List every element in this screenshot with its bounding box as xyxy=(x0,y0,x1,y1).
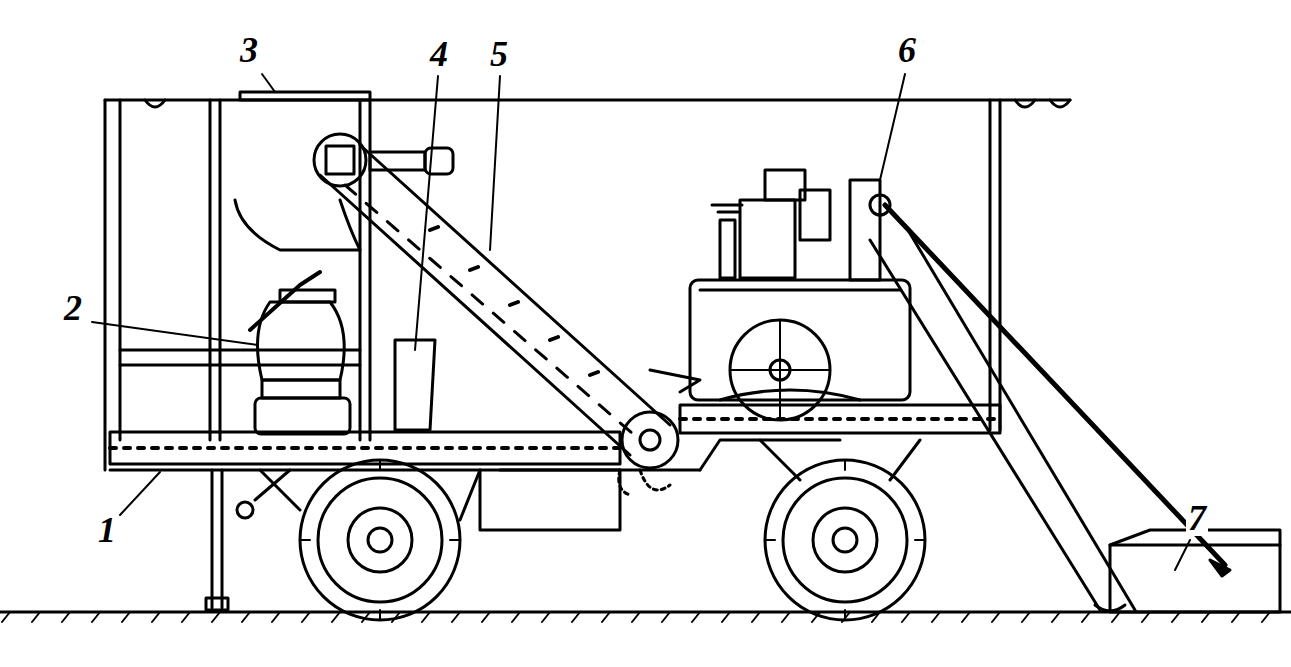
van-body xyxy=(105,92,1070,470)
callout-number: 6 xyxy=(896,32,918,68)
roof-hatch xyxy=(240,92,370,100)
collecting-tray xyxy=(1110,530,1280,612)
press-machine xyxy=(650,170,910,420)
callout-number: 7 xyxy=(1186,500,1208,536)
floor-frame xyxy=(110,405,1000,470)
leader-line xyxy=(92,74,1190,570)
callout-number: 1 xyxy=(96,512,118,548)
discharge-chute xyxy=(870,195,1225,611)
inclined-conveyor xyxy=(314,134,678,495)
callout-number: 3 xyxy=(238,32,260,68)
support-leg xyxy=(206,470,228,610)
wheel xyxy=(300,460,460,620)
mixer-vessel xyxy=(235,200,360,434)
callout-number: 2 xyxy=(62,290,84,326)
wheel xyxy=(765,460,925,620)
callout-number: 5 xyxy=(488,36,510,72)
callout-number: 4 xyxy=(428,36,450,72)
ground-line xyxy=(0,612,1291,622)
storage-bin xyxy=(395,340,435,430)
